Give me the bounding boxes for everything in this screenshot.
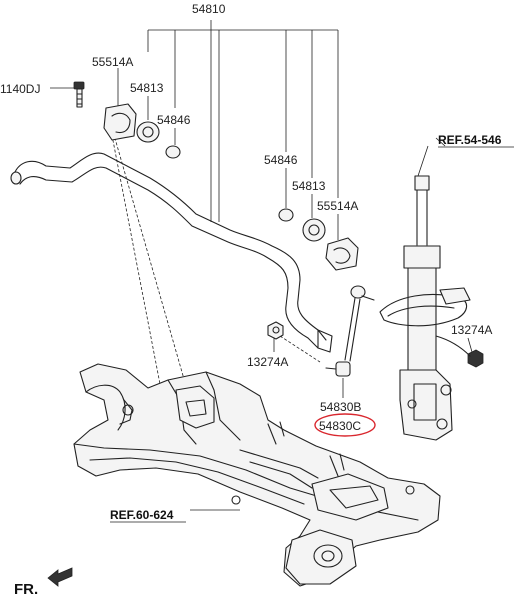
bushing-54813-left xyxy=(136,121,160,143)
label-54846-left: 54846 xyxy=(157,113,191,127)
label-54813-left: 54813 xyxy=(130,81,164,95)
bushing-54846-right xyxy=(278,208,294,222)
callout-54810-bracket xyxy=(147,20,339,222)
bushing-54846-left xyxy=(165,145,181,159)
bushing-set-right xyxy=(278,208,359,271)
label-13274A-left: 13274A xyxy=(247,355,288,369)
ref-label-subframe: REF.60-624 xyxy=(110,508,174,522)
label-54846-right: 54846 xyxy=(264,153,298,167)
label-54813-right: 54813 xyxy=(292,179,326,193)
label-54830B: 54830B xyxy=(320,400,361,414)
bracket-55514A-right xyxy=(325,237,359,271)
bar-end-left xyxy=(10,171,22,185)
label-55514A-left: 55514A xyxy=(92,55,133,69)
bushing-54813-right xyxy=(302,218,326,242)
ref-label-strut: REF.54-546 xyxy=(438,133,502,147)
stabilizer-link xyxy=(325,285,375,377)
front-label: FR. xyxy=(14,581,38,597)
leader-lines xyxy=(50,68,473,511)
label-55514A-right: 55514A xyxy=(317,199,358,213)
label-54830C: 54830C xyxy=(319,419,361,433)
front-arrow-icon xyxy=(47,567,73,587)
label-13274A-right: 13274A xyxy=(451,323,492,337)
nut-13274A-left xyxy=(267,321,284,340)
bolt-1140DJ xyxy=(73,81,85,108)
nut-13274A-right xyxy=(467,349,484,368)
bushing-set-left xyxy=(103,103,181,159)
label-54810: 54810 xyxy=(192,2,226,16)
stabilizer-bar xyxy=(10,152,333,353)
bracket-55514A-left xyxy=(103,103,137,141)
highlight-oval-54830C xyxy=(314,413,376,437)
subframe xyxy=(73,363,441,587)
strut-assembly xyxy=(379,175,471,441)
label-1140DJ: 1140DJ xyxy=(0,82,40,96)
